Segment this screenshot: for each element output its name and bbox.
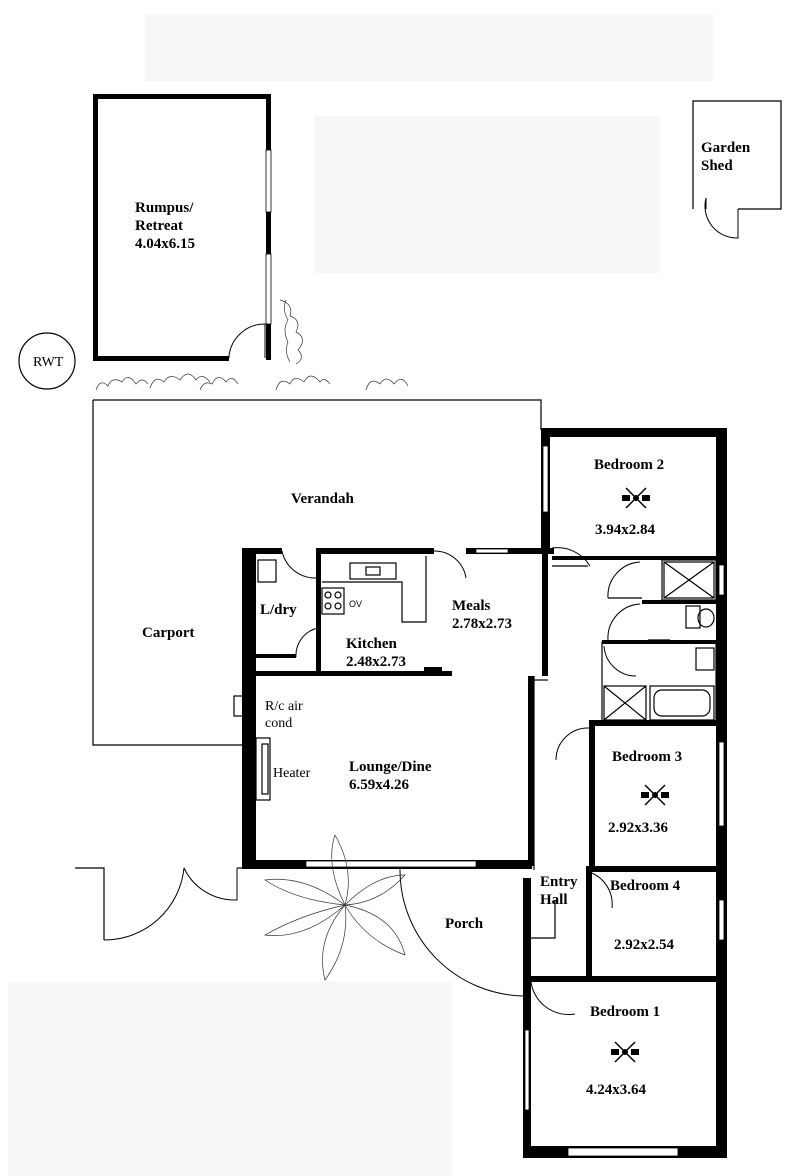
label-carport: Carport (142, 625, 195, 641)
masked-area-center (314, 116, 660, 273)
label-garden: Garden (701, 140, 751, 156)
label-shed: Shed (701, 158, 733, 174)
masked-area-bottom-left (8, 982, 452, 1176)
label-rc-air: R/c air (265, 699, 303, 714)
label-kitchen-dim: 2.48x2.73 (346, 654, 406, 670)
label-bedroom-1: Bedroom 1 (590, 1004, 660, 1020)
house-walls (242, 428, 727, 1158)
ceiling-fan-icon (622, 487, 650, 509)
label-rumpus: Rumpus/ (135, 200, 194, 216)
ceiling-fan-icon (611, 1041, 639, 1063)
garden-shed (692, 100, 782, 239)
front-plant (263, 834, 406, 981)
label-meals: Meals (452, 598, 490, 614)
label-rwt: RWT (33, 355, 64, 370)
label-bedroom-4-dim: 2.92x2.54 (614, 937, 675, 953)
label-laundry: L/dry (260, 602, 297, 618)
label-porch: Porch (445, 916, 484, 932)
label-oven: OV (349, 599, 362, 609)
label-retreat: Retreat (135, 218, 183, 234)
rainwater-tank (18, 332, 76, 390)
label-rumpus-dim: 4.04x6.15 (135, 236, 195, 252)
label-bedroom-2-dim: 3.94x2.84 (595, 522, 656, 538)
label-cond: cond (265, 716, 292, 731)
label-bedroom-4: Bedroom 4 (610, 878, 681, 894)
label-lounge-dim: 6.59x4.26 (349, 777, 410, 793)
label-bedroom-2: Bedroom 2 (594, 457, 664, 473)
label-bedroom-1-dim: 4.24x3.64 (586, 1082, 647, 1098)
label-meals-dim: 2.78x2.73 (452, 616, 512, 632)
label-bedroom-3: Bedroom 3 (612, 749, 682, 765)
label-verandah: Verandah (291, 491, 354, 507)
rumpus-building (93, 94, 272, 361)
fixtures (233, 556, 715, 870)
masked-area-top (145, 14, 713, 81)
ceiling-fan-icon (641, 784, 669, 806)
label-hall: Hall (540, 892, 568, 908)
doors (75, 547, 670, 1016)
verandah-carport-outline (92, 399, 542, 746)
shrubs (95, 299, 409, 391)
label-kitchen: Kitchen (346, 636, 397, 652)
label-heater: Heater (273, 766, 311, 781)
label-lounge: Lounge/Dine (349, 759, 432, 775)
label-entry: Entry (540, 874, 578, 890)
label-bedroom-3-dim: 2.92x3.36 (608, 820, 669, 836)
